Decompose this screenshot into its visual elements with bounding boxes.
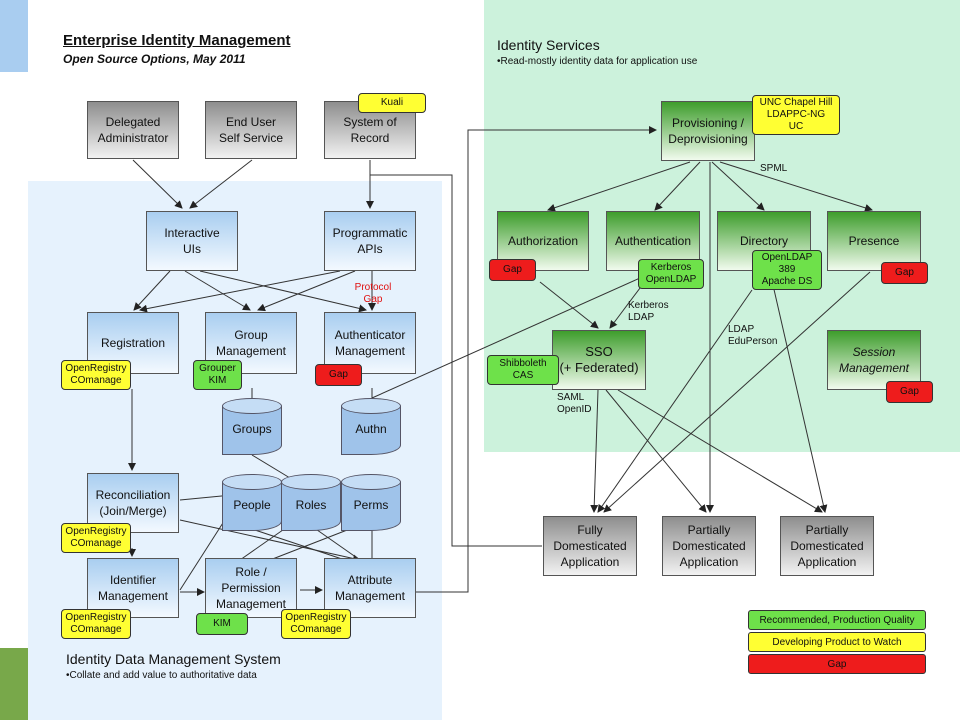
store-groups: Groups [222, 398, 282, 455]
store-people: People [222, 474, 282, 531]
store-perms: Perms [341, 474, 401, 531]
tag-kuali: Kuali [358, 93, 426, 113]
decorative-bar-bottom [0, 648, 28, 720]
node-partially-domesticated-application-1: Partially Domesticated Application [662, 516, 756, 576]
store-roles-label: Roles [295, 498, 327, 512]
node-partially-domesticated-application-2: Partially Domesticated Application [780, 516, 874, 576]
tag-openregistry-role: OpenRegistry COmanage [281, 609, 351, 639]
node-programmatic-apis: Programmatic APIs [324, 211, 416, 271]
store-authn-label: Authn [355, 422, 387, 436]
label-ldap-eduperson: LDAP EduPerson [728, 324, 778, 347]
legend-recommended: Recommended, Production Quality [748, 610, 926, 630]
identity-services-subtitle: •Read-mostly identity data for applicati… [497, 56, 698, 67]
legend-developing: Developing Product to Watch [748, 632, 926, 652]
decorative-bar-top [0, 0, 28, 72]
store-groups-label: Groups [232, 422, 272, 436]
store-people-label: People [233, 498, 271, 512]
tag-gap-session: Gap [886, 381, 933, 403]
tag-openregistry-identifier: OpenRegistry COmanage [61, 609, 131, 639]
node-presence: Presence [827, 211, 921, 271]
tag-kerberos-openldap: Kerberos OpenLDAP [638, 259, 704, 289]
edge-admin-uis [132, 159, 183, 209]
store-roles: Roles [281, 474, 341, 531]
node-end-user-self-service: End User Self Service [205, 101, 297, 159]
node-attribute-management: Attribute Management [324, 558, 416, 618]
page-subtitle: Open Source Options, May 2011 [63, 52, 246, 66]
label-spml: SPML [760, 163, 788, 174]
label-kerberos-ldap: Kerberos LDAP [628, 300, 669, 323]
tag-gap-authorization: Gap [489, 259, 536, 281]
tag-shibboleth-cas: Shibboleth CAS [487, 355, 559, 385]
tag-unc-chapel-hill: UNC Chapel Hill LDAPPC-NG UC [752, 95, 840, 135]
node-fully-domesticated-application: Fully Domesticated Application [543, 516, 637, 576]
tag-kim: KIM [196, 613, 248, 635]
legend-gap: Gap [748, 654, 926, 674]
page-title: Enterprise Identity Management [63, 32, 291, 49]
node-session-management: Session Management [827, 330, 921, 390]
node-sso: SSO (+ Federated) [552, 330, 646, 390]
tag-gap-presence: Gap [881, 262, 928, 284]
node-authenticator-management: Authenticator Management [324, 312, 416, 374]
tag-grouper-kim: Grouper KIM [193, 360, 242, 390]
idms-title: Identity Data Management System [66, 651, 281, 667]
label-saml-openid: SAML OpenID [557, 392, 592, 415]
idms-subtitle: •Collate and add value to authoritative … [66, 670, 257, 681]
store-authn: Authn [341, 398, 401, 455]
tag-gap-authenticator: Gap [315, 364, 362, 386]
tag-openregistry-reconciliation: OpenRegistry COmanage [61, 523, 131, 553]
identity-services-title: Identity Services [497, 37, 600, 53]
node-role-permission-management: Role / Permission Management [205, 558, 297, 618]
node-interactive-uis: Interactive UIs [146, 211, 238, 271]
tag-openregistry-registration: OpenRegistry COmanage [61, 360, 131, 390]
edge-enduser-uis [189, 159, 253, 209]
node-identifier-management: Identifier Management [87, 558, 179, 618]
label-protocol-gap: Protocol Gap [354, 282, 392, 305]
node-provisioning: Provisioning / Deprovisioning [661, 101, 755, 161]
tag-openldap-389-apache-ds: OpenLDAP 389 Apache DS [752, 250, 822, 290]
store-perms-label: Perms [353, 498, 389, 512]
node-delegated-administrator: Delegated Administrator [87, 101, 179, 159]
